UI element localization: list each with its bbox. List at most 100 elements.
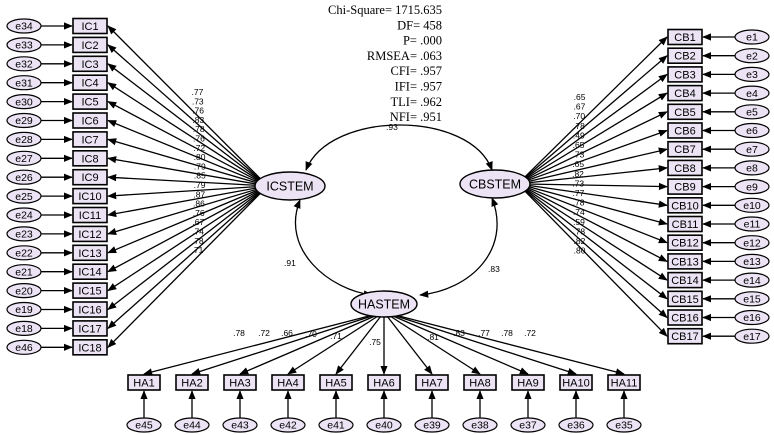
- indicator-label: CB15: [671, 294, 699, 306]
- loading-label: .79: [194, 161, 206, 171]
- loading-arrow: [107, 174, 261, 187]
- error-term-label: e42: [279, 420, 297, 432]
- error-term: [6, 93, 42, 110]
- error-term-label: e19: [15, 304, 33, 316]
- fit-stat-line: CFI= .957: [390, 64, 442, 78]
- indicator-box: [271, 374, 305, 391]
- loading-label: .78: [573, 226, 585, 236]
- indicator-label: HA6: [373, 378, 394, 390]
- indicator-label: IC1: [81, 21, 98, 33]
- error-term-label: e41: [327, 420, 345, 432]
- error-term: [414, 417, 450, 433]
- loading-arrow: [287, 315, 379, 375]
- error-term-label: e9: [746, 181, 758, 193]
- loading-arrow: [107, 138, 261, 185]
- indicator-label: IC15: [78, 286, 101, 298]
- loading-label: .78: [192, 236, 204, 246]
- loading-arrow: [107, 63, 261, 181]
- loading-arrow: [524, 165, 668, 184]
- error-term: [6, 226, 42, 242]
- loading-label: .73: [192, 96, 204, 106]
- error-term-label: e23: [15, 229, 33, 241]
- indicator-box: [667, 197, 703, 214]
- loading-arrow: [524, 187, 668, 262]
- indicator-label: IC2: [81, 40, 98, 52]
- loading-arrow: [107, 101, 261, 183]
- loading-label: .83: [453, 328, 465, 338]
- loading-arrow: [107, 187, 261, 236]
- error-term: [462, 417, 498, 433]
- loading-arrow: [386, 315, 433, 375]
- indicator-box: [667, 309, 703, 326]
- loading-label: .80: [574, 246, 586, 256]
- indicator-label: IC9: [81, 172, 98, 184]
- loading-arrow: [524, 188, 668, 300]
- indicator-box: [72, 36, 108, 54]
- loading-label: .71: [192, 245, 204, 255]
- error-term: [734, 66, 770, 83]
- indicator-box: [72, 206, 108, 224]
- error-term: [6, 56, 42, 72]
- loading-label: .77: [572, 188, 584, 198]
- error-term-label: e16: [743, 312, 761, 324]
- error-term-label: e17: [743, 331, 761, 343]
- loading-arrow: [398, 315, 625, 376]
- loading-arrow: [524, 92, 668, 181]
- error-term-label: e37: [519, 420, 537, 432]
- loading-label: .71: [330, 331, 342, 341]
- indicator-box: [72, 168, 108, 186]
- error-term-label: e45: [135, 420, 153, 432]
- loading-label: .70: [305, 329, 317, 339]
- loading-arrow: [524, 184, 668, 208]
- indicator-label: IC17: [78, 323, 101, 335]
- loading-arrow: [524, 189, 668, 319]
- loading-label: .65: [573, 140, 585, 150]
- indicator-box: [559, 374, 593, 391]
- loading-label: .81: [427, 332, 439, 342]
- error-term: [6, 37, 42, 53]
- loading-label: .78: [573, 198, 585, 208]
- error-term: [734, 122, 770, 139]
- loading-label: .67: [192, 217, 204, 227]
- error-term-label: e27: [15, 153, 33, 165]
- loading-label: .77: [192, 87, 204, 97]
- loading-label: .86: [193, 199, 205, 209]
- indicator-box: [667, 271, 703, 289]
- error-term-label: e46: [15, 342, 33, 354]
- error-term-label: e39: [423, 420, 441, 432]
- indicator-box: [667, 84, 703, 102]
- indicator-box: [667, 159, 703, 177]
- indicator-label: CB4: [674, 88, 695, 100]
- indicator-box: [72, 112, 108, 129]
- error-term: [734, 160, 770, 176]
- indicator-box: [72, 263, 108, 281]
- corr-ic-cb-arc: [305, 124, 493, 171]
- corr-cb-ha-arc: [419, 197, 499, 298]
- indicator-box: [72, 338, 108, 356]
- loading-label: .85: [194, 171, 206, 181]
- error-term: [6, 188, 42, 204]
- error-term-label: e10: [743, 200, 761, 212]
- error-term: [734, 141, 770, 157]
- error-term: [222, 417, 258, 433]
- loading-label: .70: [573, 111, 585, 121]
- loading-arrow: [389, 315, 481, 375]
- loading-label: .67: [573, 102, 585, 112]
- indicator-box: [667, 66, 703, 83]
- error-term-label: e4: [746, 88, 758, 100]
- error-term: [734, 48, 770, 64]
- indicator-label: CB5: [674, 107, 695, 119]
- error-term: [6, 264, 42, 280]
- error-term: [6, 169, 42, 185]
- error-term-label: e26: [15, 172, 33, 184]
- error-term-label: e33: [15, 40, 33, 52]
- loading-label: .74: [573, 207, 585, 217]
- indicator-box: [607, 374, 641, 391]
- error-term: [510, 417, 546, 433]
- indicator-box: [72, 282, 108, 299]
- loading-arrow: [524, 147, 668, 183]
- indicator-label: HA4: [277, 378, 298, 390]
- indicator-label: HA9: [517, 378, 538, 390]
- error-term-label: e35: [615, 420, 633, 432]
- loading-label: .65: [574, 92, 586, 102]
